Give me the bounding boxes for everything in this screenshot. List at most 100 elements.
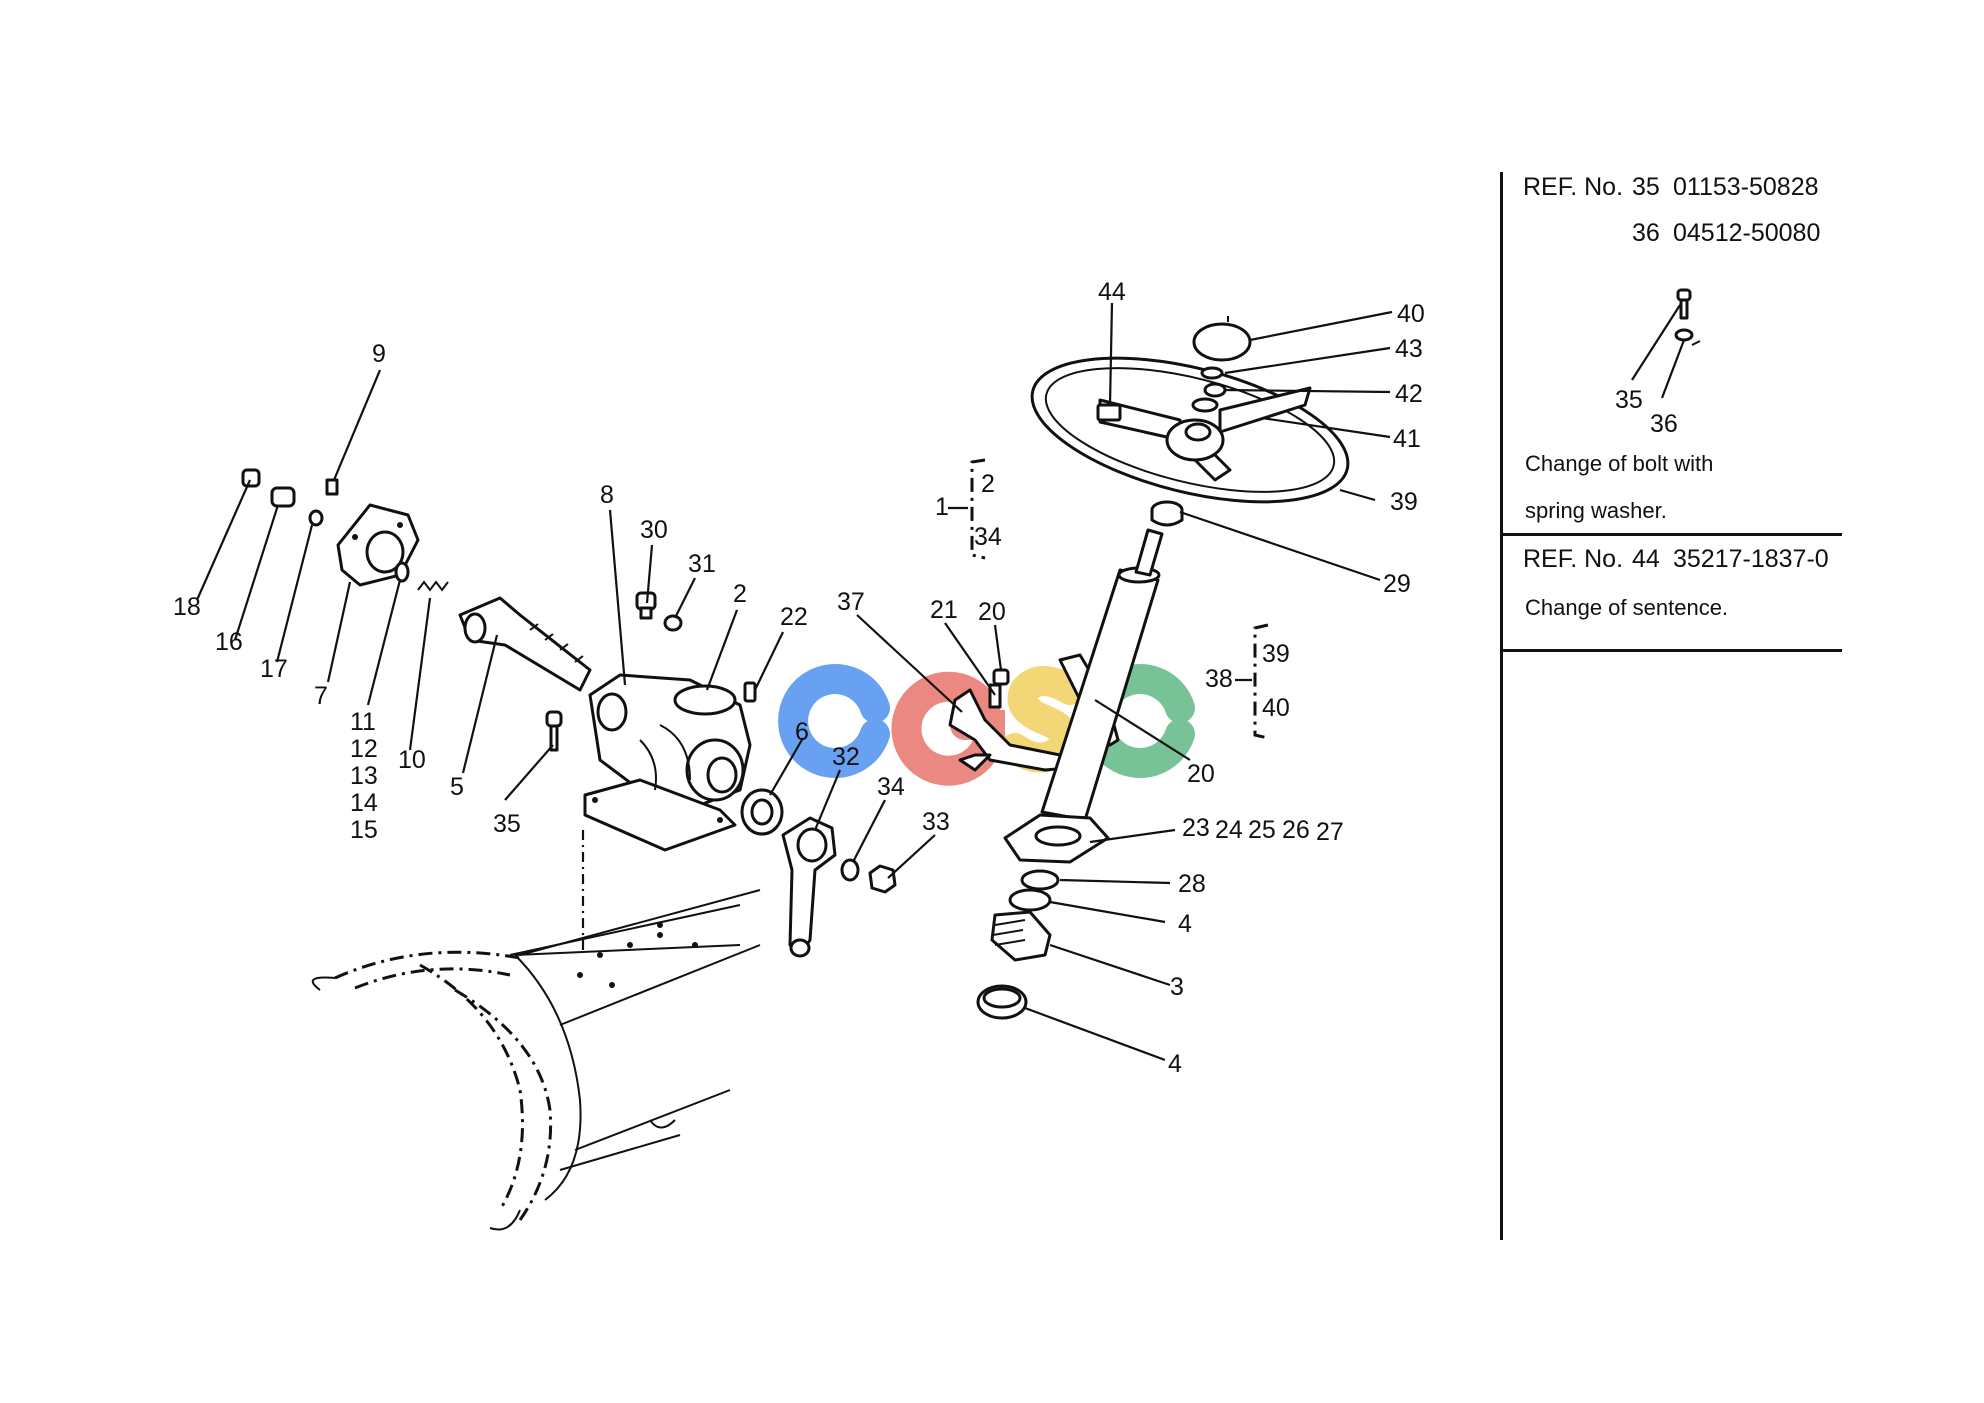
callout-11: 11 [350,708,376,736]
callout-set-34: 34 [974,523,1002,551]
callouts: 18 16 17 7 9 11 12 13 14 15 10 5 35 8 30… [173,278,1701,1078]
callout-set-39: 39 [1262,640,1290,668]
callout-43: 43 [1395,335,1423,363]
callout-20-top: 20 [978,598,1006,626]
watermark-letter-c1 [778,664,890,778]
callout-25: 25 [1248,816,1276,844]
callout-29: 29 [1383,570,1411,598]
callout-22: 22 [780,603,808,631]
part-11-shim [394,561,410,583]
callout-9: 9 [372,340,386,368]
revision-1-ref-35: 35 [1632,173,1660,201]
revision-panel-divider-2 [1500,649,1842,652]
callout-39: 39 [1390,488,1418,516]
revision-2-ref-44: 44 [1632,545,1660,573]
callout-5: 5 [450,773,464,801]
callout-21: 21 [930,596,958,624]
part-20-bolt [992,668,1010,686]
part-10-spring [417,580,449,592]
callout-30: 30 [640,516,668,544]
callout-inset-36: 36 [1650,410,1678,438]
callout-1: 1 [935,493,949,521]
revision-1-note-line1: Change of bolt with [1525,451,1714,476]
revision-1-note-line2: spring washer. [1525,498,1667,523]
callout-2: 2 [733,580,747,608]
revision-1-ref-36: 36 [1632,219,1660,247]
callout-31: 31 [688,550,716,578]
part-33-nut [868,864,897,894]
part-17-washer [308,509,324,527]
part-32-pitman-arm [781,816,837,958]
callout-13: 13 [350,762,378,790]
revision-1-part-36: 04512-50080 [1673,219,1821,247]
part-42-nut [1203,382,1227,398]
callout-38: 38 [1205,665,1233,693]
callout-3: 3 [1170,973,1184,1001]
part-3-worm [990,910,1052,962]
callout-set-40: 40 [1262,694,1290,722]
callout-16: 16 [215,628,243,656]
part-16-cap [270,486,296,508]
callout-28: 28 [1178,870,1206,898]
revision-1-part-35: 01153-50828 [1673,173,1819,201]
part-44-label [1096,403,1122,422]
callout-40: 40 [1397,300,1425,328]
callout-10: 10 [398,746,426,774]
callout-4-upper: 4 [1178,910,1192,938]
revision-panel-divider-vertical [1500,172,1503,1240]
revision-panel-divider-1 [1500,533,1842,536]
callout-26: 26 [1282,816,1310,844]
callout-set-2: 2 [981,470,995,498]
part-34-washer [840,858,860,882]
callout-32: 32 [832,743,860,771]
callout-17: 17 [260,655,288,683]
callout-24: 24 [1215,816,1243,844]
part-6-seal [740,788,784,836]
part-4-bearing-lower [976,984,1028,1020]
part-43-washer [1200,366,1224,380]
callout-18: 18 [173,593,201,621]
callout-44: 44 [1098,278,1126,306]
part-35-bolt [545,710,563,752]
part-18-nut [241,468,261,488]
callout-15: 15 [350,816,378,844]
revision-2-ref-label: REF. No. [1523,545,1624,573]
callout-6: 6 [795,718,809,746]
callout-12: 12 [350,735,378,763]
callout-35: 35 [493,810,521,838]
callout-inset-35: 35 [1615,386,1643,414]
callout-23: 23 [1182,814,1210,842]
part-23-27-flange [1003,813,1110,864]
revision-inset-bolt-drawing [1631,288,1701,399]
part-41-insert [1191,397,1219,413]
part-40-horn-cap [1192,316,1252,362]
callout-33: 33 [922,808,950,836]
callout-8: 8 [600,481,614,509]
part-22-screw [743,681,757,703]
callout-27: 27 [1316,818,1344,846]
part-30-plug [635,591,657,620]
set-bracket-38 [1235,623,1269,740]
callout-37: 37 [837,588,865,616]
part-4-bearing-upper [1008,888,1052,912]
set-bracket-1 [948,458,986,560]
callout-20-right: 20 [1187,760,1215,788]
part-5-worm-shaft [458,596,592,692]
callout-42: 42 [1395,380,1423,408]
part-8-gear-housing [583,673,752,852]
callout-7: 7 [314,682,328,710]
callout-34: 34 [877,773,905,801]
part-9-screw [325,478,339,496]
callout-41: 41 [1393,425,1421,453]
part-28-washer [1020,869,1060,891]
part-29-bushing [1150,500,1184,527]
part-31-washer [663,614,683,632]
revision-1-ref-label: REF. No. [1523,173,1624,201]
callout-4-lower: 4 [1168,1050,1182,1078]
callout-14: 14 [350,789,378,817]
revision-2-part-44: 35217-1837-0 [1673,545,1829,573]
revision-2-note-line1: Change of sentence. [1525,595,1729,620]
leader-lines [195,302,1393,1062]
axle-housing [311,830,761,1231]
